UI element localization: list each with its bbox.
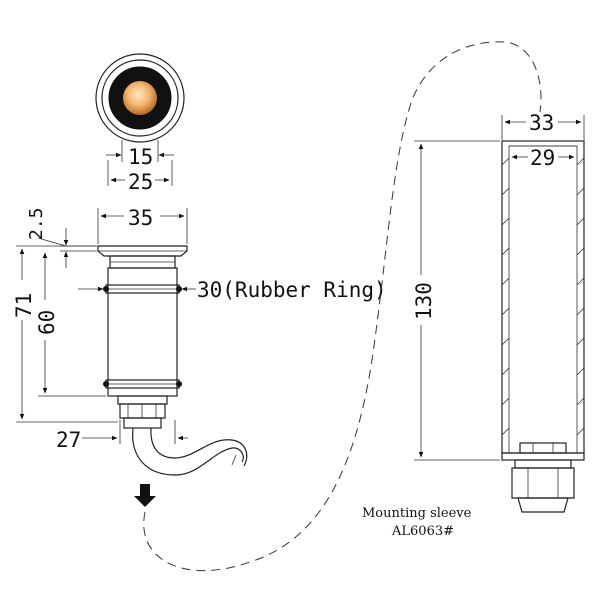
wall-hatch [501, 157, 585, 436]
dim-27: 27 [56, 420, 188, 452]
dim-35: 35 [97, 206, 188, 244]
dim-33-label: 33 [529, 111, 554, 135]
dim-60: 60 [35, 252, 106, 397]
dim-130-label: 130 [412, 282, 436, 320]
dim-30-rubber-ring: 30(Rubber Ring) [78, 278, 387, 302]
connector-dashed-curve [143, 41, 542, 572]
mounting-sleeve [501, 140, 585, 513]
dim-25: 25 [107, 160, 173, 194]
side-view [97, 245, 248, 476]
down-arrow-icon [134, 484, 156, 507]
dim-25-label: 25 [128, 170, 153, 194]
dim-2-5-label: 2.5 [26, 207, 47, 240]
top-view [95, 53, 185, 143]
dim-15: 15 [106, 140, 174, 169]
dim-35-label: 35 [128, 206, 153, 230]
dim-33: 33 [501, 111, 585, 140]
dim-30-label: 30(Rubber Ring) [197, 278, 387, 302]
dim-130: 130 [412, 140, 500, 461]
dim-27-label: 27 [56, 428, 81, 452]
dim-15-label: 15 [128, 145, 153, 169]
caption-line-2: AL6063# [391, 524, 454, 539]
caption-line-1: Mounting sleeve [362, 506, 472, 521]
lens [123, 81, 157, 115]
dim-2-5: 2.5 [26, 207, 97, 268]
dim-71: 71 [12, 245, 118, 423]
dim-60-label: 60 [35, 310, 59, 335]
dim-71-label: 71 [12, 293, 36, 318]
dim-29-label: 29 [530, 146, 555, 170]
dim-29: 29 [511, 146, 575, 170]
